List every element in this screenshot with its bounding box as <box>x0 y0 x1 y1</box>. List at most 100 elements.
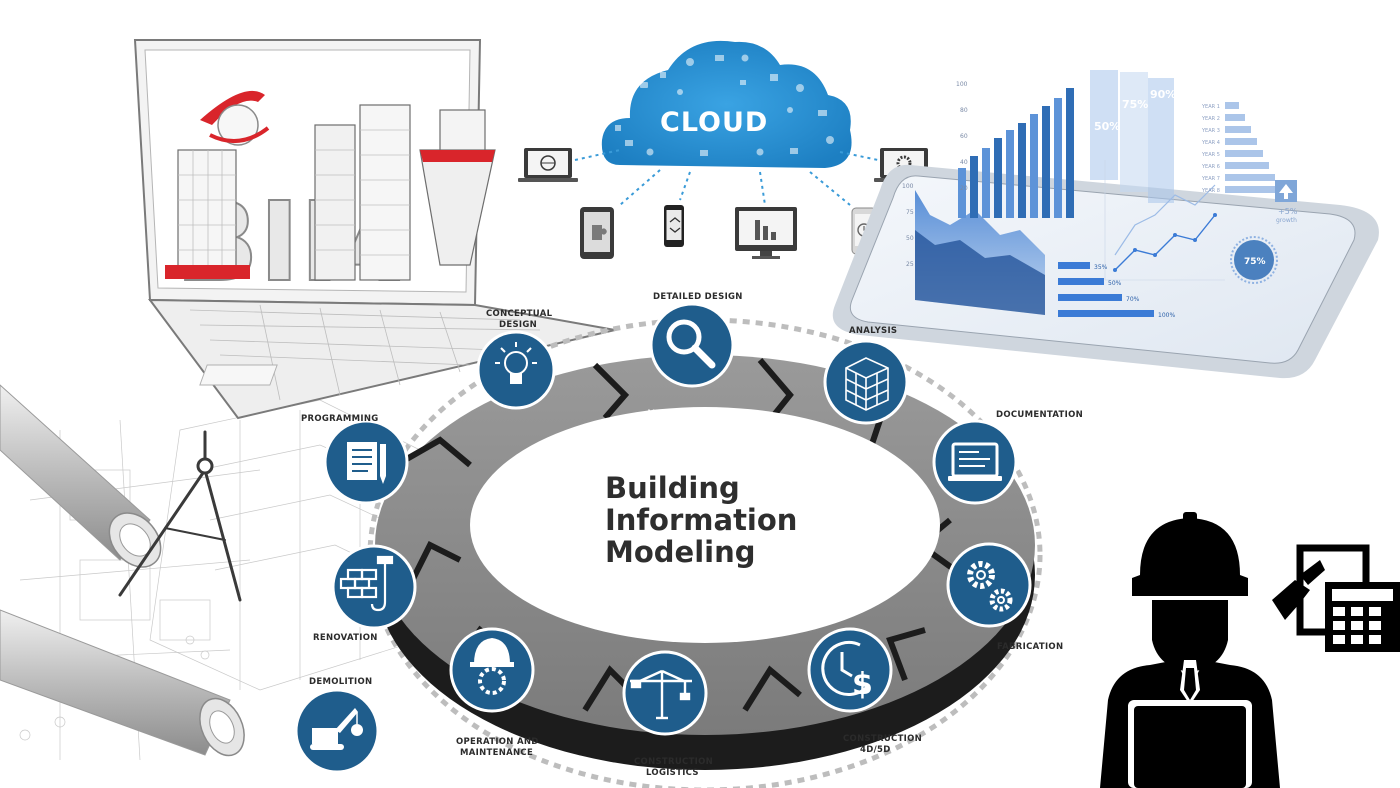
year-label: YEAR 4 <box>1201 140 1220 146</box>
lightbulb-icon <box>495 342 537 384</box>
analytics-tablet: 100 75 50 25 50% 75% 90% 100 80 60 40 20 <box>832 70 1379 379</box>
svg-text:100: 100 <box>902 183 914 190</box>
stage-demolition: DEMOLITION <box>294 677 380 774</box>
svg-text:100%: 100% <box>1158 312 1175 319</box>
stage-detailed-design: DETAILED DESIGN <box>649 292 743 388</box>
line-chart <box>1104 160 1225 281</box>
bricks-hook-icon <box>339 555 394 612</box>
svg-text:CONSTRUCTION: CONSTRUCTION <box>634 757 713 767</box>
stage-renovation: RENOVATION <box>313 544 417 643</box>
demolition-crane-icon <box>310 708 363 750</box>
title-line-building: Building <box>605 471 740 505</box>
vertical-bar-chart <box>958 88 1074 218</box>
smartphone-sync-icon <box>664 205 684 247</box>
svg-text:50: 50 <box>906 235 914 242</box>
svg-text:75: 75 <box>906 209 914 216</box>
hardhat-gear-icon <box>470 638 514 695</box>
calculator-blueprint-icon <box>1272 544 1400 652</box>
pct-label-75: 75% <box>1122 98 1148 111</box>
title-line-information: Information <box>605 503 797 537</box>
3d-grid-structure-icon <box>845 357 889 411</box>
svg-text:100: 100 <box>956 81 968 88</box>
stage-fabrication: FABRICATION <box>946 542 1063 652</box>
cloud-label: CLOUD <box>660 107 768 138</box>
bar-column <box>982 148 990 218</box>
stage-analysis: ANALYSIS <box>823 326 909 425</box>
stage-construction-logistics: CONSTRUCTION LOGISTICS <box>622 650 713 778</box>
stage-construction-4d5d: $ CONSTRUCTION 4D/5D <box>807 627 922 755</box>
clock-dollar-icon: $ <box>821 640 873 702</box>
year-label: YEAR 3 <box>1201 128 1220 134</box>
percentage-donut: 75% <box>1230 236 1278 284</box>
bim-laptop: BIM <box>133 39 616 420</box>
monitor-document-icon <box>948 442 1002 481</box>
svg-text:PROGRAMMING: PROGRAMMING <box>301 414 379 424</box>
svg-text:40: 40 <box>960 159 968 166</box>
svg-text:DESIGN: DESIGN <box>499 320 537 330</box>
visualization-label: VISUALIZATION <box>648 409 725 419</box>
bar-column <box>1066 88 1074 218</box>
year-bar <box>1225 162 1269 169</box>
svg-text:35%: 35% <box>1094 264 1108 271</box>
year-step-bars: YEAR 1 YEAR 2 YEAR 3 YEAR 4 YEAR 5 YEAR 6 YEAR… <box>1201 102 1281 194</box>
year-bar <box>1225 174 1275 181</box>
year-bar <box>1225 186 1281 193</box>
bar-column <box>970 156 978 218</box>
svg-text:DOCUMENTATION: DOCUMENTATION <box>996 410 1083 420</box>
stage-documentation: DOCUMENTATION <box>932 410 1083 505</box>
svg-text:FABRICATION: FABRICATION <box>997 642 1063 652</box>
svg-text:LOGISTICS: LOGISTICS <box>646 768 699 778</box>
svg-text:+5%: +5% <box>1278 207 1298 216</box>
tower-crane-icon <box>630 669 692 720</box>
svg-text:OPERATION AND: OPERATION AND <box>456 737 539 747</box>
svg-text:DETAILED DESIGN: DETAILED DESIGN <box>653 292 743 302</box>
svg-text:DEMOLITION: DEMOLITION <box>309 677 372 687</box>
svg-text:$: $ <box>852 667 873 702</box>
growth-arrow-icon <box>1275 180 1297 202</box>
svg-text:25: 25 <box>906 261 914 268</box>
pct-label-50: 50% <box>1094 120 1120 133</box>
svg-text:RENOVATION: RENOVATION <box>313 633 378 643</box>
year-bar <box>1225 138 1257 145</box>
bar-column <box>1042 106 1050 218</box>
drafting-compass-icon <box>118 430 242 602</box>
year-bar <box>1225 114 1245 121</box>
gears-icon <box>967 561 1013 612</box>
bar-column <box>1018 123 1026 218</box>
globe-laptop-icon <box>518 148 578 182</box>
year-label: YEAR 6 <box>1201 164 1220 170</box>
svg-text:CONSTRUCTION: CONSTRUCTION <box>843 734 922 744</box>
year-bar <box>1225 150 1263 157</box>
svg-text:60: 60 <box>960 133 968 140</box>
svg-text:50%: 50% <box>1108 280 1122 287</box>
bar-column <box>1030 114 1038 218</box>
bar-column <box>994 138 1002 218</box>
title-line-modeling: Modeling <box>605 535 756 569</box>
cloud-shape <box>601 40 852 168</box>
center-title: Building Information Modeling <box>605 471 797 569</box>
year-bar <box>1225 102 1239 109</box>
svg-text:80: 80 <box>960 107 968 114</box>
year-label: YEAR 7 <box>1201 176 1220 182</box>
year-label: YEAR 5 <box>1201 152 1220 158</box>
chart-monitor-icon <box>735 207 797 259</box>
stage-operation-maintenance: OPERATION AND MAINTENANCE <box>449 627 539 758</box>
year-label: YEAR 1 <box>1201 104 1220 110</box>
stage-programming: PROGRAMMING <box>301 414 409 505</box>
horizontal-bar-chart: 35% 50% 70% 100% <box>1058 262 1175 319</box>
svg-text:20: 20 <box>960 185 968 192</box>
blueprint-background <box>0 384 421 761</box>
year-label: YEAR 2 <box>1201 116 1220 122</box>
svg-text:growth: growth <box>1276 217 1297 224</box>
rolled-blueprint-tubes <box>0 384 245 757</box>
year-label: YEAR 8 <box>1201 188 1220 194</box>
svg-text:4D/5D: 4D/5D <box>860 745 891 755</box>
svg-text:70%: 70% <box>1126 296 1140 303</box>
svg-text:ANALYSIS: ANALYSIS <box>849 326 897 336</box>
bar-column <box>1006 130 1014 218</box>
pct-label-90: 90% <box>1150 88 1176 101</box>
stage-conceptual-design: CONCEPTUAL DESIGN <box>476 309 556 410</box>
bar-column <box>958 168 966 218</box>
bar-column <box>1054 98 1062 218</box>
